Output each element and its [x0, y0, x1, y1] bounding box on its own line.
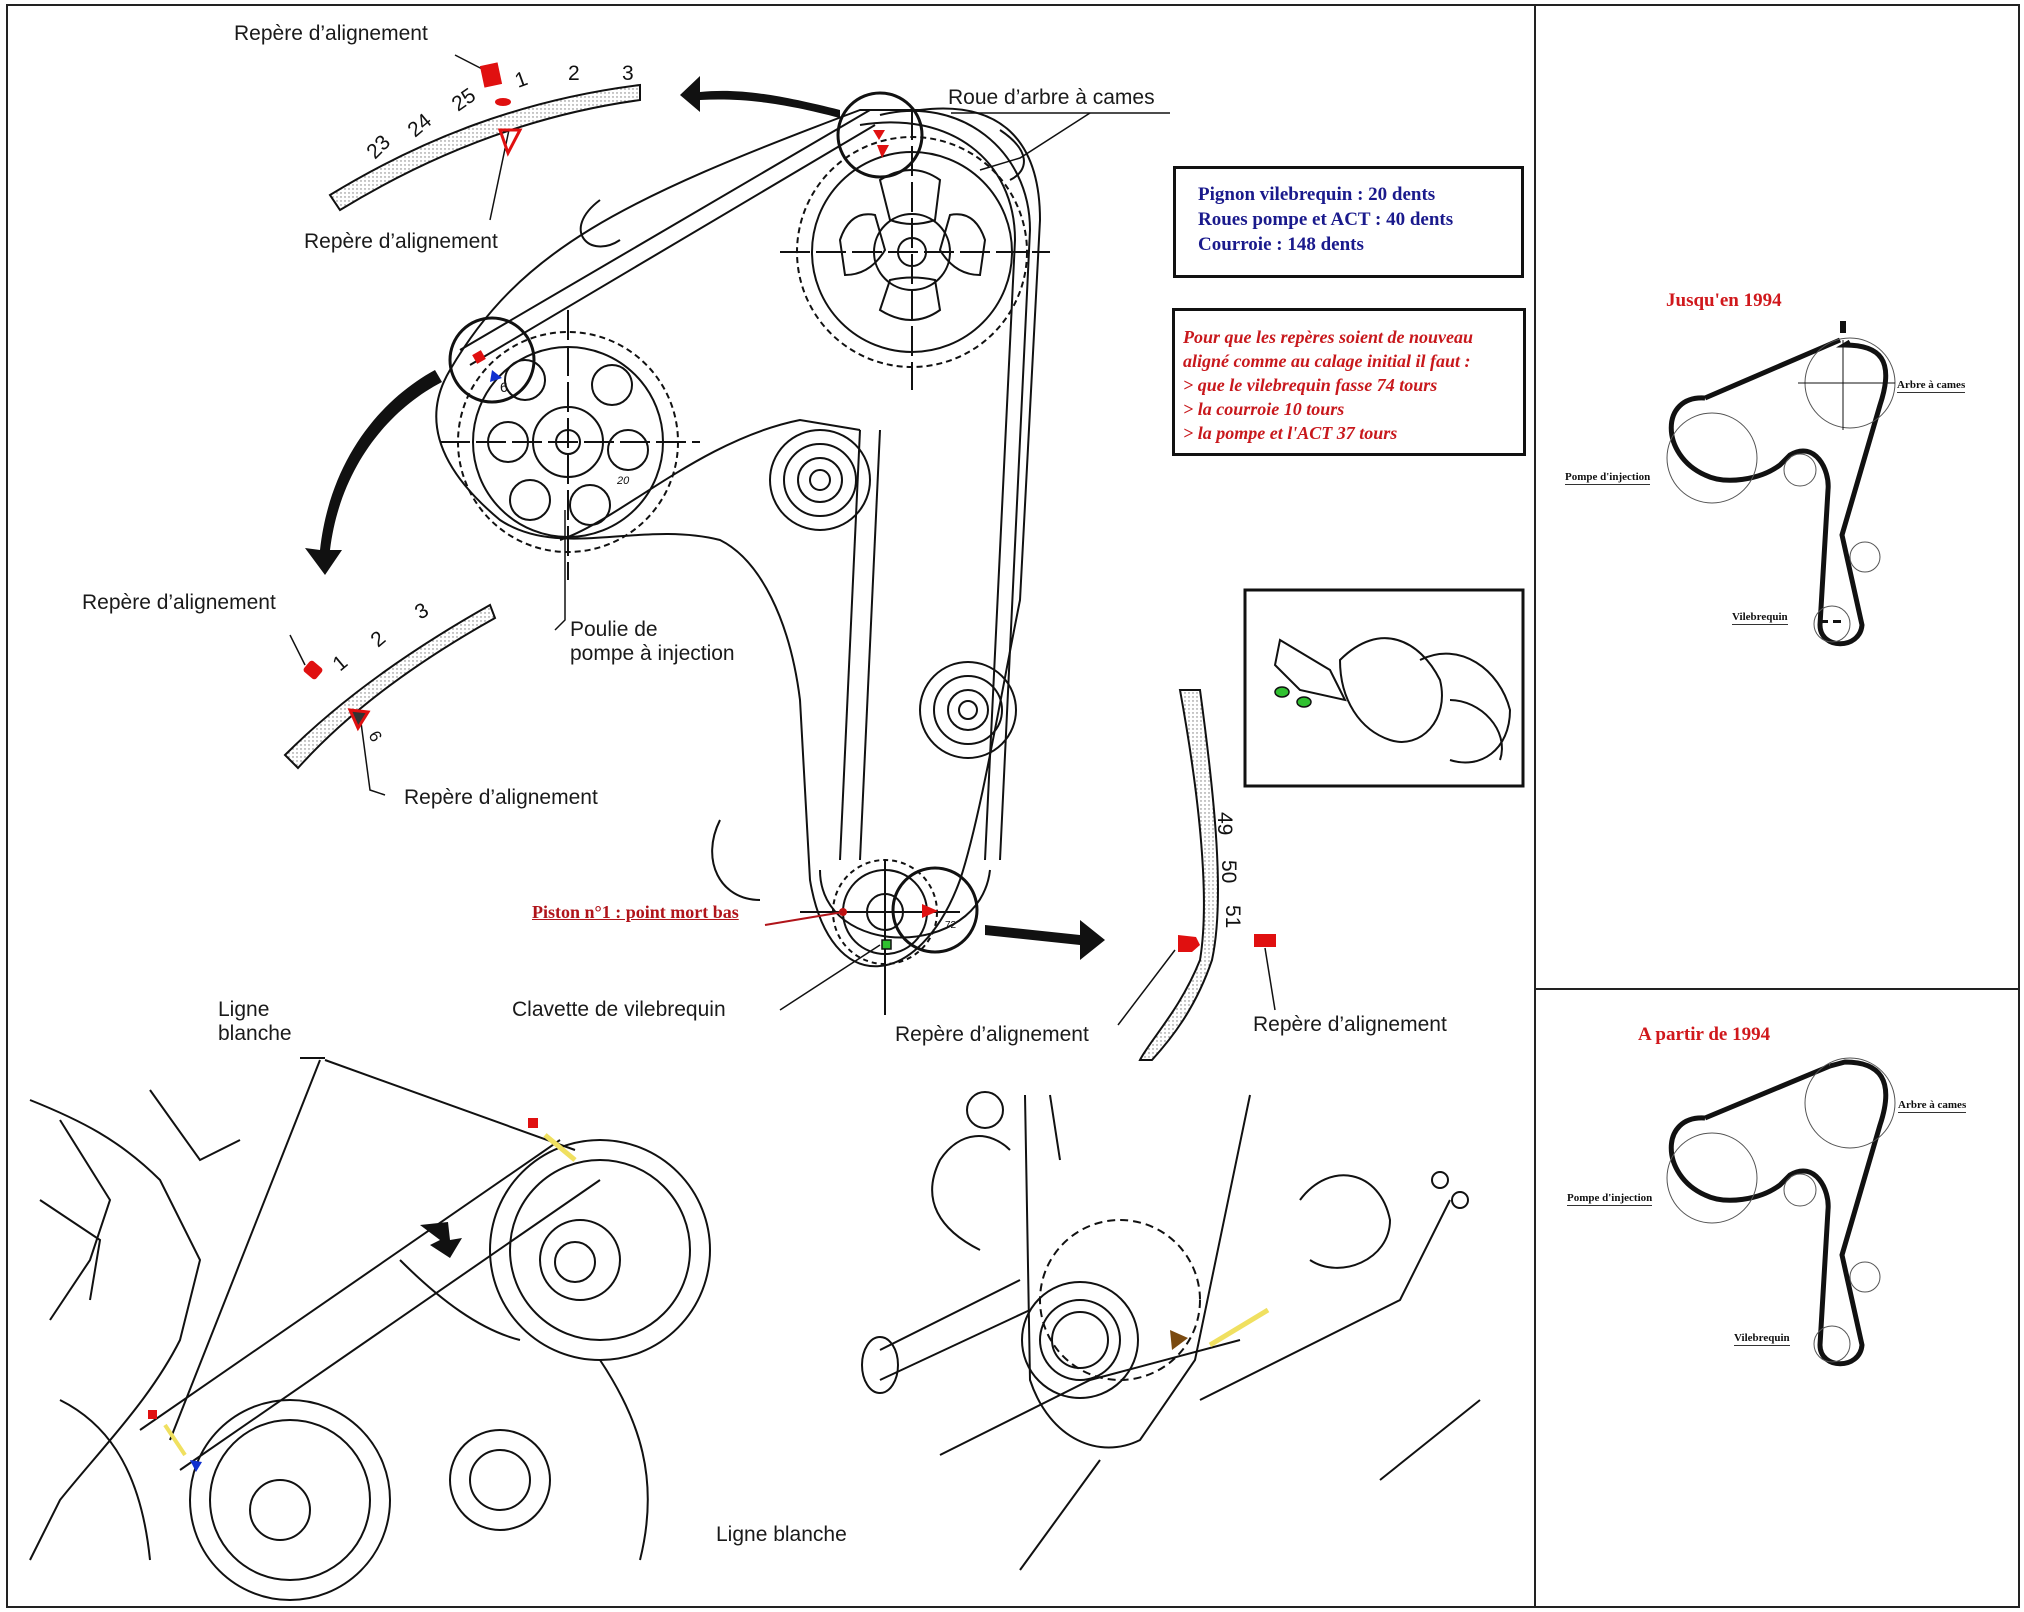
crankshaft-inset-frame [1243, 588, 1525, 788]
pump-mark-number: 6 [500, 379, 508, 395]
injection-pump-sprocket [440, 310, 700, 580]
info-line: Pignon vilebrequin : 20 dents [1198, 184, 1436, 205]
bottom-callout-label-left: Repère d’alignement [895, 1023, 1089, 1046]
tooth-number: 49 [1213, 812, 1236, 835]
tooth-number: 2 [568, 62, 580, 85]
tooth-number: 51 [1221, 905, 1244, 928]
tooth-number: 3 [622, 62, 634, 85]
tooth-count-info-box: Pignon vilebrequin : 20 dents Roues pomp… [1173, 166, 1524, 278]
camshaft-mark-magnifier [836, 91, 924, 179]
align-mark-blue [190, 1460, 202, 1472]
side-panel-title: A partir de 1994 [1638, 1024, 1771, 1045]
white-line-label-line1: Ligne [218, 998, 270, 1021]
left-callout-label-upper: Repère d’alignement [82, 591, 276, 614]
top-callout-label-lower: Repère d’alignement [304, 230, 498, 253]
white-line-label-left: Ligne blanche [218, 998, 292, 1046]
left-callout-label-lower: Repère d’alignement [404, 786, 598, 809]
crank-key-label: Clavette de vilebrequin [512, 998, 726, 1021]
pump-pulley-label-line2: pompe à injection [570, 642, 735, 666]
bottom-callout-label-right: Repère d’alignement [1253, 1013, 1447, 1036]
note-line: > la courroie 10 tours [1183, 399, 1345, 419]
tooth-number: 1 [512, 67, 531, 93]
top-belt-callout [328, 62, 641, 212]
timing-note-box: Pour que les repères soient de nouveau a… [1172, 308, 1526, 456]
align-mark-red [528, 1118, 538, 1128]
side-panel-bottom-frame [1534, 988, 2020, 1608]
white-line-label-line2: blanche [218, 1022, 292, 1046]
crank-mark-magnifier [891, 866, 979, 954]
arrow-to-bottom-callout [985, 920, 1105, 960]
tensioner-pulley [769, 429, 871, 531]
leader-lines [289, 54, 1276, 1026]
pump-pulley-label: Poulie de pompe à injection [570, 618, 735, 666]
lower-left-engine-illustration [29, 1057, 711, 1601]
camshaft-sprocket [780, 110, 1050, 390]
tooth-number: 2 [366, 627, 390, 652]
white-line-label-right: Ligne blanche [716, 1523, 847, 1546]
white-line-marker [163, 1423, 187, 1457]
side-diagram-before-1994 [1666, 337, 1896, 647]
crank-key-icon [1296, 696, 1312, 708]
arrow-to-left-callout [305, 370, 442, 575]
crankshaft-side-label: Vilebrequin [1732, 611, 1788, 625]
engine-outline [435, 107, 1042, 968]
top-callout-label-upper: Repère d’alignement [234, 22, 428, 45]
crankshaft-side-label: Vilebrequin [1734, 1332, 1790, 1346]
tooth-number: 6 [365, 728, 386, 746]
crank-key-marker [881, 939, 892, 950]
tooth-number: 50 [1217, 860, 1240, 883]
tooth-number: 24 [403, 109, 436, 142]
note-line: aligné comme au calage initial il faut : [1183, 351, 1471, 371]
info-line: Courroie : 148 dents [1198, 234, 1364, 255]
info-line: Roues pompe et ACT : 40 dents [1198, 209, 1454, 230]
camshaft-side-label: Arbre à cames [1897, 379, 1966, 393]
piston-label: Piston n°1 : point mort bas [532, 902, 739, 922]
note-line: > que le vilebrequin fasse 74 tours [1183, 375, 1438, 395]
crank-key-icon [1274, 686, 1290, 698]
white-line-marker [1208, 1307, 1270, 1348]
pump-number-label: 20 [616, 475, 630, 487]
tooth-number: 1 [328, 651, 352, 676]
crankshaft-sprocket [800, 859, 960, 1015]
tooth-number: 25 [448, 84, 480, 116]
pump-side-label: Pompe d'injection [1565, 471, 1651, 485]
lower-right-engine-illustration [861, 1091, 1481, 1571]
side-diagram-from-1994 [1666, 1057, 1896, 1367]
pump-pulley-label-line1: Poulie de [570, 618, 658, 641]
cam-timing-mark [1840, 321, 1846, 333]
tooth-number: 3 [411, 599, 433, 625]
note-line: Pour que les repères soient de nouveau [1183, 327, 1473, 347]
tooth-number: 23 [362, 131, 395, 164]
align-mark-red [148, 1410, 157, 1419]
rotation-arrow-icon [420, 1222, 462, 1258]
note-line: > la pompe et l'ACT 37 tours [1183, 423, 1398, 443]
crankshaft-inset-drawing [1273, 637, 1512, 764]
left-belt-callout [283, 603, 497, 770]
pump-side-label: Pompe d'injection [1567, 1192, 1653, 1206]
align-mark-brown [1170, 1330, 1188, 1350]
white-line-marker [543, 1133, 577, 1162]
pump-mark-magnifier [448, 316, 536, 404]
pointer-arrows [305, 76, 1105, 960]
camshaft-side-label: Arbre à cames [1898, 1099, 1967, 1113]
crank-mark-number: 72 [945, 920, 957, 931]
bottom-belt-callout [1138, 689, 1276, 1061]
camshaft-wheel-label: Roue d’arbre à cames [948, 86, 1155, 109]
side-panel-title: Jusqu'en 1994 [1666, 290, 1782, 311]
arrow-to-top-callout [680, 76, 840, 118]
idler-pulley [919, 661, 1017, 759]
